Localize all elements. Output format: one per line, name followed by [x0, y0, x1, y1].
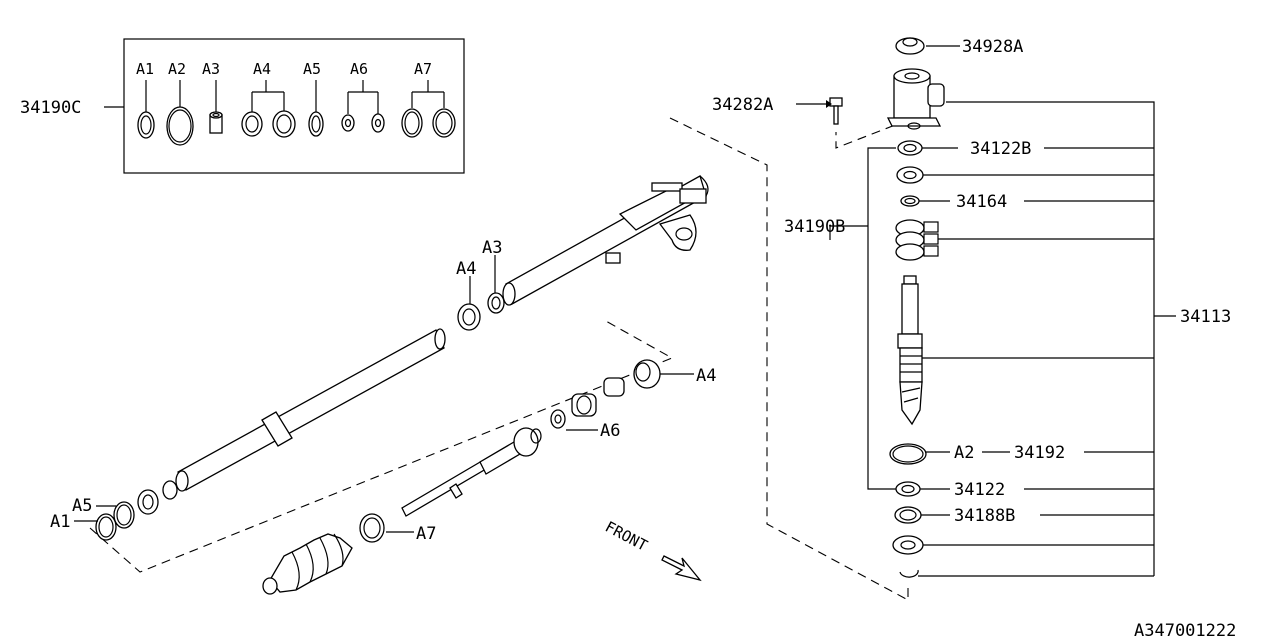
label-a7-lower: A7	[416, 524, 436, 544]
kit-part-a5-ring	[308, 111, 324, 137]
phantom-line-housing	[669, 117, 909, 601]
seal-a3-upper	[487, 292, 505, 314]
teflon-ring-3	[895, 243, 925, 261]
kit-part-a6-washer-2	[371, 113, 385, 133]
label-a4-upper: A4	[456, 259, 476, 279]
label-a3-upper: A3	[482, 238, 502, 258]
label-34192: 34192	[1014, 443, 1065, 463]
pinion-shaft	[897, 275, 923, 426]
label-a4-lower-right: A4	[696, 366, 716, 386]
bolt-34282a	[829, 97, 843, 107]
leader-lines-34113	[918, 101, 1176, 577]
kit-label-a6: A6	[350, 60, 368, 78]
label-a5-lower: A5	[72, 496, 92, 516]
seal-34122	[895, 481, 921, 497]
kit-label-a7: A7	[414, 60, 432, 78]
front-arrow-icon	[661, 555, 702, 582]
front-direction-indicator: FRONT	[602, 518, 702, 582]
rack-housing-tube	[502, 175, 709, 306]
bushing-a4-upper	[457, 303, 481, 331]
bracket-34190b	[867, 147, 896, 490]
rack-end-seal	[603, 377, 625, 397]
kit-label-a1: A1	[136, 60, 154, 78]
label-34190c: 34190C	[20, 98, 81, 118]
kit-box-34190c: 34190C A1 A2 A3 A4 A5 A6 A7	[20, 38, 465, 174]
label-34190b: 34190B	[784, 217, 845, 237]
label-a2-right: A2	[954, 443, 974, 463]
oring-a2-34192	[889, 443, 927, 465]
tie-rod-assembly	[401, 359, 661, 517]
washer-a6-lower	[550, 409, 566, 429]
label-a6-lower: A6	[600, 421, 620, 441]
bearing-lower	[892, 535, 924, 555]
valve-housing	[886, 37, 945, 130]
phantom-line-rack	[89, 319, 674, 573]
phantom-line-bolt	[835, 119, 909, 149]
rack-end-nut	[571, 393, 597, 417]
label-34122b: 34122B	[970, 139, 1031, 159]
kit-label-a2: A2	[168, 60, 186, 78]
kit-label-a3: A3	[202, 60, 220, 78]
front-label: FRONT	[602, 518, 650, 555]
bearing-upper	[896, 166, 924, 184]
kit-label-a4: A4	[253, 60, 271, 78]
label-34122: 34122	[954, 480, 1005, 500]
snap-ring	[899, 569, 919, 578]
rack-bar	[175, 328, 446, 492]
kit-label-a5: A5	[303, 60, 321, 78]
kit-box-frame	[123, 38, 465, 174]
label-34113: 34113	[1180, 307, 1231, 327]
kit-part-a4-bushing-1	[241, 111, 263, 137]
kit-part-a2-oring	[166, 106, 194, 146]
diagram-code: A347001222	[1134, 621, 1236, 640]
label-34282a: 34282A	[712, 95, 773, 115]
seal-34122b	[897, 140, 923, 156]
label-34164: 34164	[956, 192, 1007, 212]
label-34928a: 34928A	[962, 37, 1023, 57]
kit-part-a6-washer-1	[341, 114, 355, 132]
bushing-a4-lower-left	[137, 489, 159, 515]
seal-lower-left	[162, 480, 178, 500]
label-34188b: 34188B	[954, 506, 1015, 526]
steering-boot	[262, 533, 353, 595]
label-a1-lower: A1	[50, 512, 70, 532]
ring-34164	[900, 195, 920, 207]
